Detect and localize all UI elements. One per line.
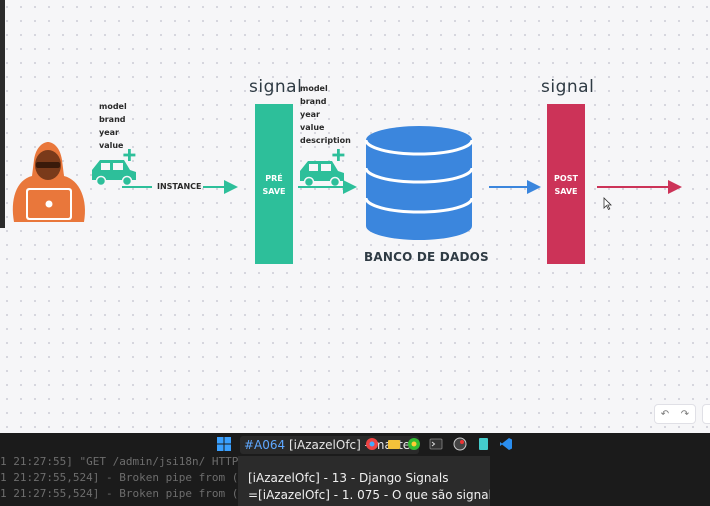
database-icon — [364, 126, 474, 240]
hacker-icon — [12, 142, 86, 222]
database-label: BANCO DE DADOS — [364, 250, 489, 264]
left-panel-edge — [0, 0, 5, 228]
left-fields-list: model brand year value — [99, 100, 127, 152]
field-label: value — [99, 141, 124, 150]
taskbar-preview-popup[interactable]: [iAzazelOfc] - 13 - Django Signals =[iAz… — [238, 456, 490, 506]
canvas-extra-control[interactable] — [702, 404, 710, 424]
tooltip-text: [iAzazelOfc] - master — [285, 438, 416, 452]
field-label: year — [99, 128, 119, 137]
field-label: value — [300, 123, 325, 132]
car-icon — [92, 160, 136, 187]
notepad-icon[interactable] — [475, 437, 491, 453]
post-save-label-line: SAVE — [554, 187, 578, 196]
post-signal-title: signal — [541, 77, 595, 97]
pre-save-bar — [255, 104, 293, 264]
terminal-icon[interactable] — [428, 437, 444, 453]
chrome-icon[interactable] — [406, 437, 422, 453]
instance-label: INSTANCE — [157, 182, 202, 191]
field-label: brand — [99, 115, 126, 124]
diagram-svg — [12, 104, 682, 264]
chrome-icon[interactable] — [364, 437, 380, 453]
post-save-label: POST SAVE — [547, 172, 585, 198]
right-fields-list: model brand year value description — [300, 82, 351, 147]
pre-save-label-line: SAVE — [262, 187, 286, 196]
plus-icon — [332, 149, 345, 161]
plus-icon — [123, 149, 136, 161]
post-save-label-line: POST — [554, 174, 578, 183]
tooltip-accent-text: #A064 — [244, 438, 286, 452]
file-explorer-icon[interactable] — [386, 437, 402, 453]
popup-line: [iAzazelOfc] - 13 - Django Signals — [248, 471, 449, 485]
obs-icon[interactable] — [452, 437, 468, 453]
mouse-cursor-icon — [603, 197, 612, 211]
pre-save-label-line: PRÉ — [265, 174, 283, 183]
pre-signal-title: signal — [249, 77, 303, 97]
field-label: model — [300, 84, 328, 93]
popup-line: =[iAzazelOfc] - 1. 075 - O que são signa… — [248, 488, 490, 502]
field-label: year — [300, 110, 320, 119]
undo-redo-controls: ↶ ↷ — [654, 404, 696, 424]
pre-save-label: PRÉ SAVE — [255, 172, 293, 198]
windows-start-icon[interactable] — [216, 437, 232, 453]
post-save-bar — [547, 104, 585, 264]
redo-icon[interactable]: ↷ — [680, 408, 690, 420]
field-label: brand — [300, 97, 327, 106]
undo-icon[interactable]: ↶ — [660, 408, 670, 420]
field-label: model — [99, 102, 127, 111]
vscode-icon[interactable] — [498, 437, 514, 453]
car-icon — [300, 161, 344, 188]
field-label: description — [300, 136, 351, 145]
whiteboard-canvas[interactable]: model brand year value INSTANCE signal m… — [0, 0, 710, 433]
